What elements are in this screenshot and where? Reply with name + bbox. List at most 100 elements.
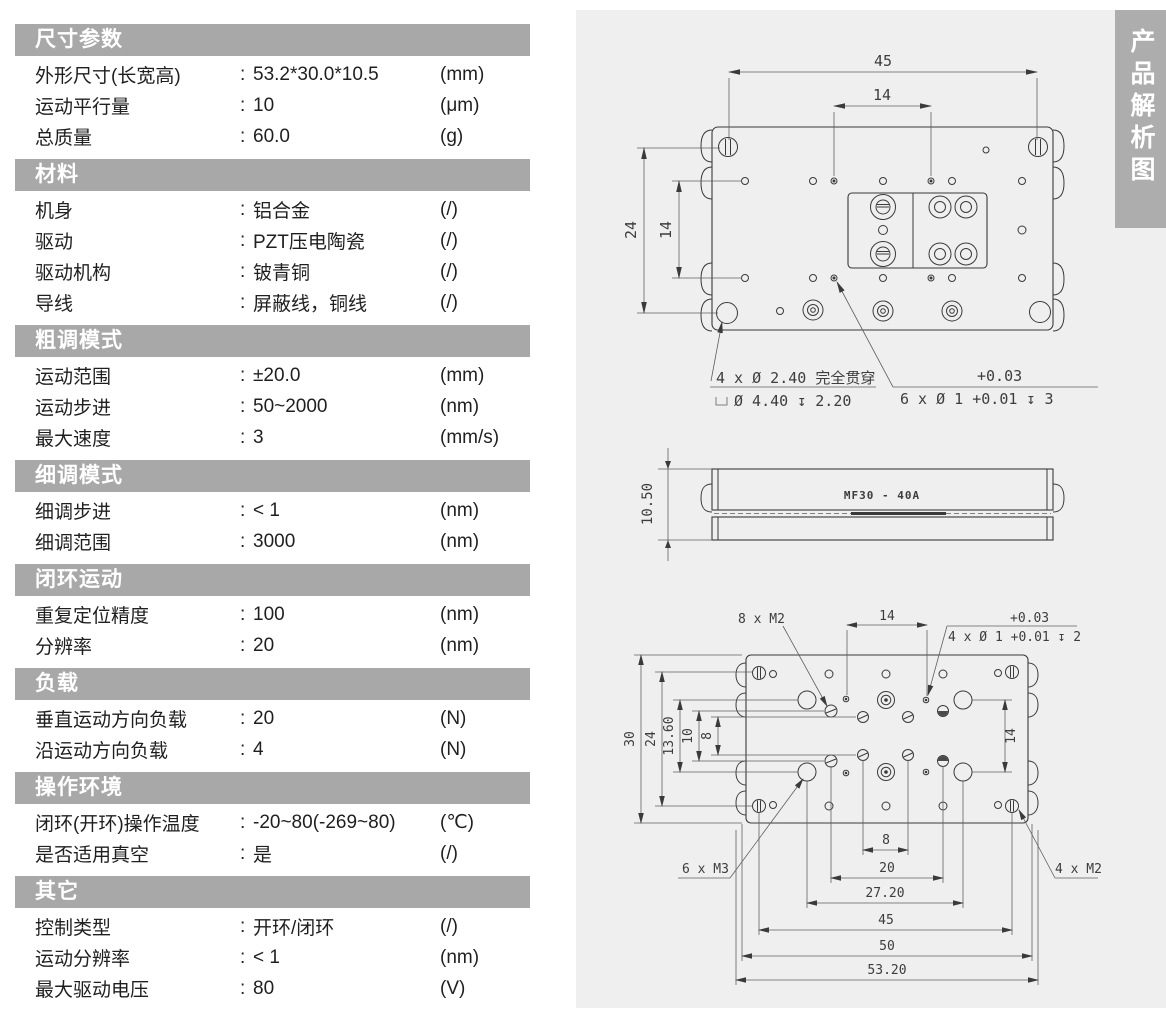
spec-row: 运动分辨率:< 1(nm) [15, 942, 530, 973]
note-counterbore: 4 x Ø 2.40 完全贯穿 Ø 4.40 ↧ 2.20 [710, 321, 876, 410]
spec-row: 运动步进:50~2000(nm) [15, 391, 530, 422]
spec-colon: : [240, 63, 246, 85]
spec-unit: (/) [440, 291, 458, 313]
spec-label: 驱动 [35, 232, 74, 253]
spec-label: 控制类型 [35, 918, 112, 939]
spec-row: 是否适用真空:是(/) [15, 838, 530, 869]
spec-unit: (/) [440, 260, 458, 282]
spec-unit: (N) [440, 738, 467, 760]
spec-colon: : [240, 977, 246, 999]
note-text: 6 x M3 [682, 862, 729, 877]
section-coarse-mode: 粗调模式 运动范围:±20.0(mm) 运动步进:50~2000(nm) 最大速… [15, 325, 530, 453]
spec-label: 细调步进 [35, 502, 112, 523]
spec-label: 总质量 [35, 128, 93, 149]
spec-row: 外形尺寸(长宽高):53.2*30.0*10.5(mm) [15, 59, 530, 90]
note-tolerance-upper: +0.03 [1010, 611, 1049, 626]
dim-8-left: 8 [700, 716, 856, 756]
spec-row: 导线:屏蔽线，铜线(/) [15, 287, 530, 318]
dim-14-right: 14 [972, 699, 1019, 773]
section-load: 负载 垂直运动方向负载:20(N) 沿运动方向负载:4(N) [15, 668, 530, 765]
spec-label: 最大驱动电压 [35, 980, 150, 1001]
note-dowel-pins: +0.03 6 x Ø 1 +0.01 ↧ 3 [836, 281, 1098, 408]
dim-text: 13.60 [662, 716, 677, 755]
top-view-dimensions: 45 14 24 14 [622, 52, 1038, 314]
spec-colon: : [240, 530, 246, 552]
bottom-view-plate [735, 654, 1039, 824]
bottom-view-drawing: 30 24 13.60 10 8 [623, 610, 1102, 985]
dim-text: 24 [644, 731, 659, 747]
dim-text: 8 [882, 833, 890, 848]
spec-colon: : [240, 915, 246, 937]
spec-table: 尺寸参数 外形尺寸(长宽高):53.2*30.0*10.5(mm) 运动平行量:… [15, 24, 530, 1004]
spec-value: < 1 [253, 946, 280, 968]
spec-value: 20 [253, 707, 275, 729]
spec-label: 机身 [35, 201, 74, 222]
spec-value: 铝合金 [253, 201, 311, 222]
spec-value: PZT压电陶瓷 [253, 232, 365, 253]
dim-10: 10 [681, 710, 824, 762]
spec-unit: (/) [440, 915, 458, 937]
spec-label: 分辨率 [35, 637, 93, 658]
dim-text: 8 [700, 732, 715, 740]
side-view-body: MF30 - 40A [700, 468, 1065, 541]
spec-label: 运动分辨率 [35, 949, 131, 970]
spec-value: -20~80(-269~80) [253, 811, 396, 833]
spec-colon: : [240, 291, 246, 313]
spec-unit: (V) [440, 977, 466, 999]
spec-value: 屏蔽线，铜线 [253, 294, 368, 315]
top-view-drawing: 45 14 24 14 4 x Ø 2.40 完全贯穿 [622, 52, 1098, 410]
dim-24: 24 [644, 671, 752, 807]
spec-label: 重复定位精度 [35, 606, 150, 627]
spec-row: 驱动机构:铍青铜(/) [15, 256, 530, 287]
spec-row: 细调步进:< 1(nm) [15, 495, 530, 526]
spec-label: 外形尺寸(长宽高) [35, 66, 181, 87]
note-4xM2: 4 x M2 [1018, 809, 1102, 879]
side-view-drawing: MF30 - 40A 10.50 [640, 448, 1065, 561]
bottom-view-notes: 8 x M2 +0.03 4 x Ø 1 +0.01 ↧ 2 6 x M3 4 … [678, 611, 1102, 879]
spec-colon: : [240, 198, 246, 220]
section-header: 其它 [15, 876, 530, 908]
spec-unit: (/) [440, 198, 458, 220]
dim-text: 14 [873, 86, 891, 104]
spec-row: 沿运动方向负载:4 (N) [15, 734, 530, 765]
drawing-panel: 45 14 24 14 4 x Ø 2.40 完全贯穿 [576, 10, 1166, 1008]
dim-text: 20 [879, 861, 895, 876]
spec-unit: (mm/s) [440, 426, 500, 448]
panel-tab: 产品解析图 [1115, 10, 1166, 228]
spec-colon: : [240, 738, 246, 760]
dim-chain: 8 20 27.20 45 50 53.20 [735, 760, 1039, 985]
spec-unit: (nm) [440, 634, 480, 656]
dim-30: 30 [623, 654, 742, 824]
spec-colon: : [240, 125, 246, 147]
section-other: 其它 控制类型:开环/闭环(/) 运动分辨率:< 1(nm) 最大驱动电压:80… [15, 876, 530, 1004]
spec-unit: (mm) [440, 364, 485, 386]
side-ear-right [1052, 483, 1065, 513]
section-header: 闭环运动 [15, 564, 530, 596]
spec-colon: : [240, 946, 246, 968]
section-header: 材料 [15, 159, 530, 191]
spec-unit: (/) [440, 842, 458, 864]
spec-value: 3000 [253, 530, 296, 552]
spec-row: 控制类型:开环/闭环(/) [15, 911, 530, 942]
spec-value: 53.2*30.0*10.5 [253, 63, 379, 85]
dim-text: 45 [874, 52, 892, 70]
spec-value: 20 [253, 634, 275, 656]
dim-10-50: 10.50 [640, 448, 712, 561]
dim-14-left: 14 [657, 180, 742, 279]
spec-label: 驱动机构 [35, 263, 112, 284]
dim-24-left: 24 [622, 147, 720, 314]
spec-value: 4 [253, 738, 264, 760]
spec-label: 运动平行量 [35, 97, 131, 118]
spec-row: 重复定位精度:100(nm) [15, 599, 530, 630]
note-4xO1-pins: +0.03 4 x Ø 1 +0.01 ↧ 2 [927, 611, 1081, 696]
spec-value: 是 [253, 845, 273, 866]
spec-row: 闭环(开环)操作温度:-20~80(-269~80)(℃) [15, 807, 530, 838]
note-tolerance-upper: +0.03 [977, 367, 1022, 385]
spec-row: 驱动:PZT压电陶瓷(/) [15, 225, 530, 256]
spec-row: 细调范围:3000(nm) [15, 526, 530, 557]
spec-unit: (nm) [440, 395, 480, 417]
counterbored-screw [802, 299, 963, 322]
spec-row: 运动平行量:10(μm) [15, 90, 530, 121]
note-text: 4 x Ø 1 +0.01 ↧ 2 [948, 630, 1081, 645]
spec-label: 沿运动方向负载 [35, 741, 169, 762]
